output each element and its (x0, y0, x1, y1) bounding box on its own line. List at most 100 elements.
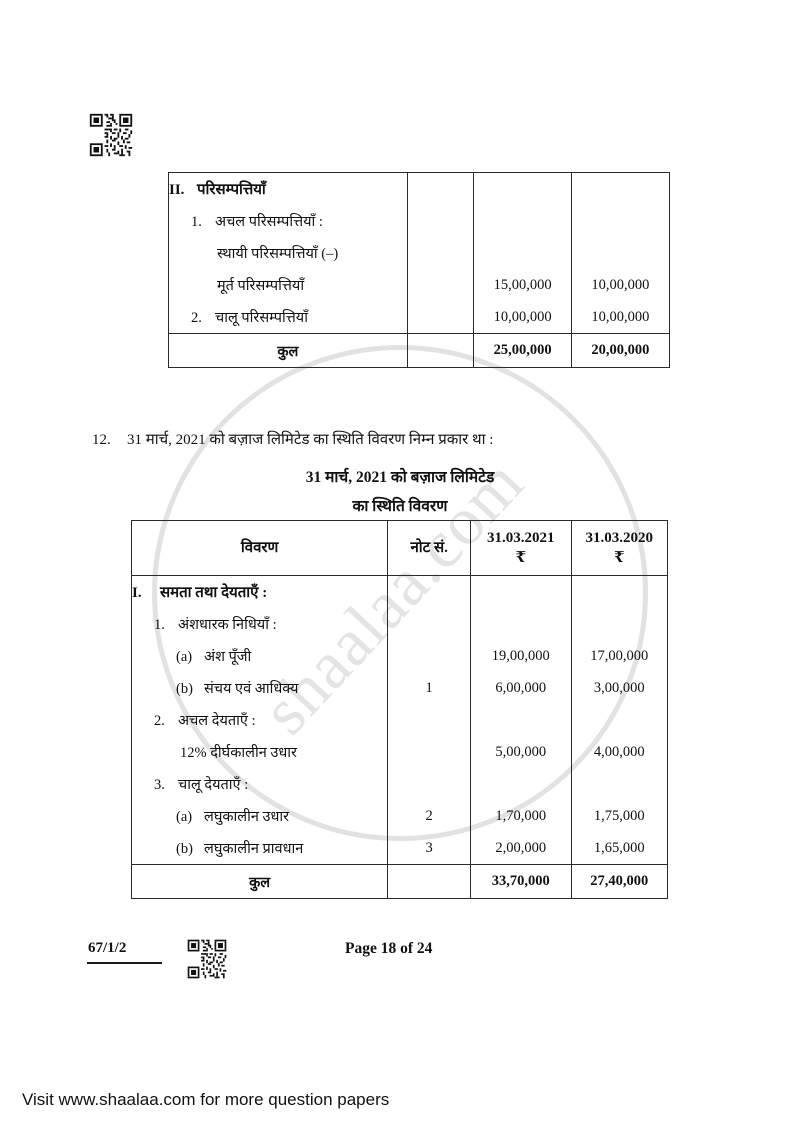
assets-table-body: II. परिसम्पत्तियाँ 1. अचल परिसम्पत्तियाँ :… (168, 172, 671, 368)
row-marker: I. (132, 585, 142, 601)
row-description: 1. अंशधारक निधियाँ : (130, 608, 389, 640)
row-note: 3 (387, 832, 472, 865)
row-amount-2021 (470, 768, 572, 800)
table-row: 2. अचल देयताएँ : (130, 704, 668, 736)
row-description: (a) लघुकालीन उधार (130, 800, 389, 832)
table-row: (a)लघुकालीन उधार 2 1,70,000 1,75,000 (130, 800, 668, 832)
row-amount-2020: 1,65,000 (570, 832, 668, 865)
row-amount-2021: 1,70,000 (470, 800, 572, 832)
row-note: 1 (387, 672, 472, 704)
row-amount-2020: 4,00,000 (570, 736, 668, 768)
row-note (387, 575, 472, 608)
row-label: स्थायी परिसम्पत्तियाँ (–) (217, 246, 339, 262)
row-marker: (b) (176, 681, 193, 697)
row-note (406, 172, 475, 205)
row-marker: 2. (154, 713, 165, 729)
row-note (387, 608, 472, 640)
row-marker: 2. (191, 310, 202, 326)
rupee-symbol: ₹ (515, 550, 527, 566)
row-amount-2021: 10,00,000 (473, 301, 572, 334)
table-total-row: कुल 33,70,000 27,40,000 (130, 864, 668, 899)
row-description: (b)संचय एवं आधिक्य (130, 672, 389, 704)
table-row: मूर्त परिसम्पत्तियाँ 15,00,000 10,00,000 (168, 269, 671, 301)
row-marker: 1. (191, 214, 202, 230)
row-description: 1. अचल परिसम्पत्तियाँ : (168, 205, 408, 237)
table-row: 1. अंशधारक निधियाँ : (130, 608, 668, 640)
row-note (406, 301, 475, 334)
header-date-2020-value: 31.03.2020 (585, 529, 654, 546)
row-note (387, 704, 472, 736)
row-note (406, 205, 475, 237)
row-amount-2021 (470, 575, 572, 608)
row-description: (b) लघुकालीन प्रावधान (130, 832, 389, 865)
row-label: अचल परिसम्पत्तियाँ : (215, 214, 323, 230)
row-note (387, 768, 472, 800)
row-label: लघुकालीन प्रावधान (204, 841, 304, 857)
row-note (387, 736, 472, 768)
row-amount-2020: 10,00,000 (570, 301, 671, 334)
row-label: अंशधारक निधियाँ : (178, 617, 277, 633)
row-amount-2020 (570, 575, 668, 608)
row-marker: 3. (154, 777, 165, 793)
header-note-no: नोट सं. (387, 520, 472, 576)
table-row: 12% दीर्घकालीन उधार 5,00,000 4,00,000 (130, 736, 668, 768)
row-marker: II. (169, 182, 185, 198)
question-12: 12.31 मार्च, 2021 को बज़ाज लिमिटेड का स्… (92, 429, 712, 449)
row-note (387, 640, 472, 672)
row-description: 2. चालू परिसम्पत्तियाँ (168, 301, 408, 334)
qr-code-icon (186, 938, 228, 980)
paper-code-underline (87, 962, 162, 964)
header-date-2021-value: 31.03.2021 (487, 529, 555, 546)
row-description: I. समता तथा देयताएँ : (130, 575, 389, 608)
row-label: चालू परिसम्पत्तियाँ (215, 310, 308, 326)
total-note (387, 864, 472, 899)
row-label: 12% दीर्घकालीन उधार (180, 745, 297, 761)
qr-code-icon (88, 112, 134, 158)
row-description: II. परिसम्पत्तियाँ (168, 172, 408, 205)
row-marker: (a) (176, 649, 193, 665)
statement-title-line2: का स्थिति विवरण (352, 498, 448, 515)
row-marker: (a) (176, 809, 193, 825)
row-amount-2020 (570, 704, 668, 736)
table-row: 3. चालू देयताएँ : (130, 768, 668, 800)
row-amount-2021: 6,00,000 (470, 672, 572, 704)
row-label: परिसम्पत्तियाँ (197, 182, 266, 198)
total-label: कुल (168, 333, 408, 368)
row-amount-2020 (570, 768, 668, 800)
row-note (406, 269, 475, 301)
row-label: अचल देयताएँ : (178, 713, 256, 729)
total-label: कुल (130, 864, 389, 899)
total-amount-2020: 27,40,000 (570, 864, 668, 899)
table-row: II. परिसम्पत्तियाँ (168, 172, 671, 205)
row-amount-2020: 10,00,000 (570, 269, 671, 301)
equity-liabilities-table-body: विवरण नोट सं. 31.03.2021 ₹ 31.03.2020 ₹ … (130, 520, 668, 899)
table-row: 2. चालू परिसम्पत्तियाँ 10,00,000 10,00,00… (168, 301, 671, 334)
total-amount-2021: 33,70,000 (470, 864, 572, 899)
row-amount-2020 (570, 608, 668, 640)
row-amount-2021: 15,00,000 (473, 269, 572, 301)
row-marker: 1. (154, 617, 165, 633)
row-description: 2. अचल देयताएँ : (130, 704, 389, 736)
total-note (406, 333, 475, 368)
equity-liabilities-table: विवरण नोट सं. 31.03.2021 ₹ 31.03.2020 ₹ … (130, 520, 668, 899)
header-date-2020: 31.03.2020 ₹ (570, 520, 668, 576)
table-row: I. समता तथा देयताएँ : (130, 575, 668, 608)
row-amount-2021 (473, 172, 572, 205)
row-label: लघुकालीन उधार (204, 809, 290, 825)
table-header-row: विवरण नोट सं. 31.03.2021 ₹ 31.03.2020 ₹ (130, 520, 668, 576)
site-banner: Visit www.shaalaa.com for more question … (22, 1090, 390, 1109)
row-description: 3. चालू देयताएँ : (130, 768, 389, 800)
row-amount-2021 (470, 704, 572, 736)
row-label: मूर्त परिसम्पत्तियाँ (217, 278, 305, 294)
row-marker: (b) (176, 841, 193, 857)
table-total-row: कुल 25,00,000 20,00,000 (168, 333, 671, 368)
row-label: समता तथा देयताएँ : (160, 585, 268, 601)
row-note: 2 (387, 800, 472, 832)
row-label: चालू देयताएँ : (178, 777, 249, 793)
rupee-symbol: ₹ (614, 550, 625, 566)
table-row: स्थायी परिसम्पत्तियाँ (–) (168, 237, 671, 269)
table-row: (b)संचय एवं आधिक्य 1 6,00,000 3,00,000 (130, 672, 668, 704)
assets-table: II. परिसम्पत्तियाँ 1. अचल परिसम्पत्तियाँ :… (168, 172, 671, 368)
header-particulars: विवरण (130, 520, 389, 576)
